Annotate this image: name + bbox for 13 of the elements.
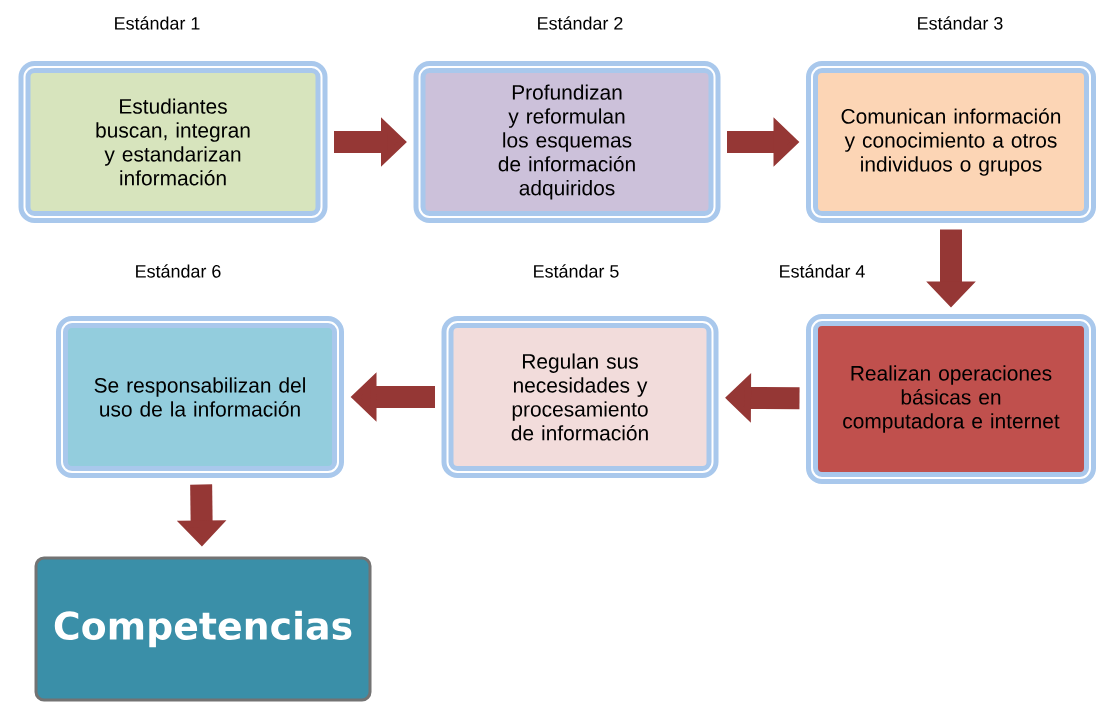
process-box: Regulan sus necesidades y procesamiento de información	[441, 316, 719, 478]
process-box: Profundizan y reformulan los esquemas de información adquiridos	[413, 61, 721, 223]
step-label: Estándar 3	[918, 16, 1003, 30]
step-label: Estándar 2	[538, 16, 623, 30]
step-label: Estándar 4	[780, 264, 865, 278]
process-box: Comunican información y conocimiento a otros individuos o grupos	[806, 61, 1096, 223]
result-box: Competencias	[34, 556, 372, 702]
step-label: Estándar 6	[136, 264, 221, 278]
step-label: Estándar 1	[115, 16, 200, 30]
step-label: Estándar 5	[534, 264, 619, 278]
process-box: Estudiantes buscan, integran y estandarizan información	[18, 61, 328, 223]
process-box: Se responsabilizan del uso de la información	[56, 316, 344, 478]
process-box: Realizan operaciones básicas en computadora e internet	[806, 314, 1096, 484]
